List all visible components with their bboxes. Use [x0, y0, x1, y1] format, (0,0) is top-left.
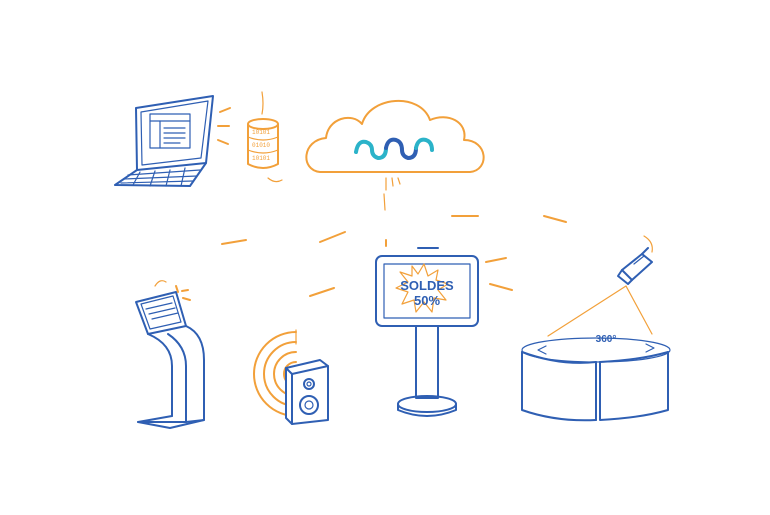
signal-dashes — [221, 215, 567, 297]
cloud-icon — [305, 99, 485, 173]
sign-line-2: 50% — [414, 293, 440, 308]
svg-text:10101: 10101 — [252, 155, 270, 162]
database-icon: 10101 01010 10101 — [247, 91, 283, 183]
signage-display-icon — [375, 247, 479, 417]
camera-signal — [547, 235, 653, 337]
svg-text:01010: 01010 — [252, 142, 270, 149]
kiosk-icon — [135, 291, 205, 429]
svg-text:10101: 10101 — [252, 129, 270, 136]
sign-line-1: SOLDES — [400, 278, 454, 293]
speaker-icon — [285, 359, 329, 425]
camera-icon — [617, 247, 653, 285]
cloud-signal-lines — [383, 177, 401, 211]
signal-dashes-laptop — [217, 107, 231, 145]
laptop-icon — [114, 95, 214, 187]
panorama-screen-icon — [521, 337, 671, 422]
touch-sparkle — [154, 280, 191, 301]
panorama-360-label: 360° — [596, 334, 617, 345]
brand-logo — [354, 137, 434, 161]
